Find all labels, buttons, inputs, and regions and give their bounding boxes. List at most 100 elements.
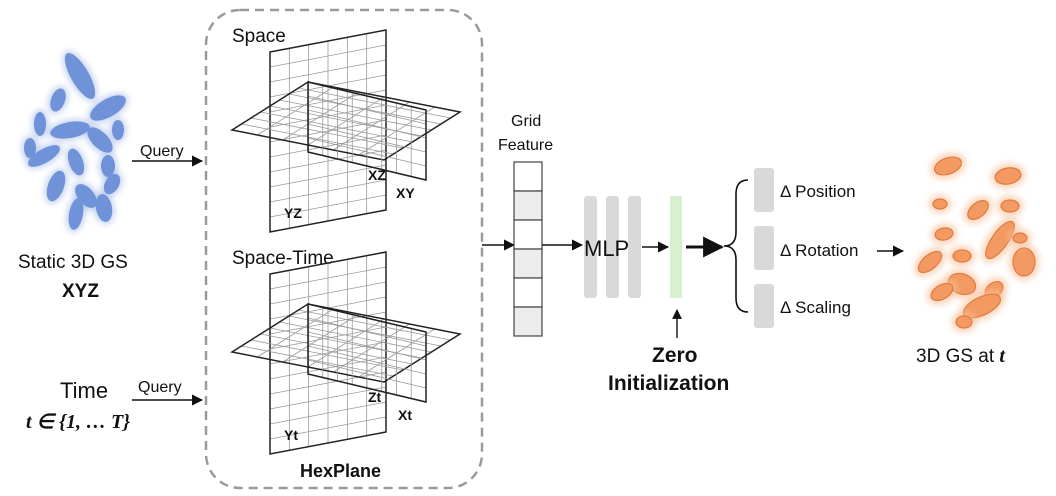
plane-label-xz: XZ [368,167,386,183]
orange-gaussian [955,315,973,329]
orange-gaussian [1000,199,1020,213]
grid-feature-cell [513,248,543,279]
plane-vertical-gridline [269,194,387,218]
blue-gaussian [103,173,121,195]
plane-label-xy: XY [396,185,415,201]
time-label: Time [60,378,108,403]
plane-vertical-gridline [269,401,387,425]
delta-position-label: Δ Position [780,182,856,201]
plane-vertical-gridline [269,281,387,305]
plane-depth-gridline [307,95,427,125]
plane-vertical-gridline [269,44,387,68]
plane-depth-gridline [307,345,427,375]
plane-depth-gridline [307,317,427,347]
plane-horizontal-outline [230,81,462,161]
orange-gaussian [930,282,954,302]
blue-gaussian [112,120,124,140]
space-time-planes [230,251,462,455]
space-time-label: Space-Time [232,248,334,269]
plane-vertical-gridline [269,164,387,188]
orange-gaussian [967,200,989,220]
blue-gaussian [87,127,113,153]
plane-horizontal-gridline [307,318,385,368]
orange-gaussian [934,227,954,241]
plane-label-zt: Zt [368,389,382,405]
grid-feature-cell [513,161,543,192]
plane-vertical-gridline [269,59,387,83]
blue-gaussian [46,170,66,202]
grid-feature-cell [513,190,543,221]
blue-gaussian [95,194,113,222]
plane-label-yz: YZ [284,205,302,221]
blue-gaussian [64,53,96,99]
blue-gaussian [24,138,36,158]
output-brace [723,179,749,313]
plane-vertical-gridline [269,386,387,410]
plane-depth-gridline [307,359,427,389]
blue-gaussian [34,112,46,136]
plane-depth-outline [307,81,427,181]
static-3dgs-label: Static 3D GS [18,252,128,273]
plane-vertical-gridline [269,179,387,203]
query-top-label: Query [140,143,184,160]
query-bottom-label: Query [138,379,182,396]
blue-gaussian [50,121,90,139]
mlp-label: MLP [584,236,629,261]
plane-horizontal-gridline [307,96,385,146]
blue-gaussian [67,148,85,176]
delta-rotation-label: Δ Rotation [780,241,858,260]
xyz-label: XYZ [62,281,99,302]
plane-vertical-gridline [269,266,387,290]
space-planes [230,29,462,233]
zero-init-layer [670,196,682,298]
blue-gaussian [90,95,126,121]
plane-horizontal-gridline [282,91,359,141]
grid-feature-cell [513,219,543,250]
orange-gaussian [985,220,1015,260]
time-math: t ∈ {1, … T} [26,411,130,433]
blue-gaussian [50,88,66,112]
plane-depth-gridline [307,109,427,139]
plane-horizontal-outline [230,303,462,383]
orange-gaussian [933,156,963,176]
delta-position-bar [754,168,774,212]
plane-depth-gridline [307,137,427,167]
mlp-layer-2 [606,196,619,298]
plane-label-yt: Yt [284,427,298,443]
delta-rotation-bar [754,226,774,270]
space-label: Space [232,26,286,47]
grid-feature-cell [513,277,543,308]
plane-horizontal-gridline [282,313,359,363]
orange-gaussian [917,250,943,274]
zero-init-line2: Initialization [608,372,729,395]
grid-feature-vector [513,161,543,337]
plane-depth-gridline [307,123,427,153]
mlp-layer-3 [628,196,641,298]
grid-label-2: Feature [498,137,553,154]
orange-gaussian [952,249,972,263]
orange-gaussian [994,167,1022,185]
plane-depth-outline [307,303,427,403]
orange-gaussian [1012,232,1028,244]
blue-gaussian [75,184,97,208]
deformed-gaussians-cloud [913,152,1040,333]
hexplane-title: HexPlane [300,461,381,481]
plane-vertical-outline [269,251,387,455]
zero-init-line1: Zero [652,344,698,367]
plane-depth-gridline [307,331,427,361]
blue-gaussian [28,145,60,167]
plane-vertical-gridline [269,416,387,440]
delta-scaling-label: Δ Scaling [780,298,851,317]
result-label: 3D GS at t [916,345,1006,367]
blue-gaussian [101,155,115,177]
hexplane-box [204,8,484,490]
plane-horizontal-gridline [257,86,334,136]
blue-gaussian [68,198,84,230]
plane-horizontal-gridline [257,308,334,358]
orange-gaussian [932,198,948,210]
orange-gaussian [1012,247,1036,277]
plane-label-xt: Xt [398,407,412,423]
grid-feature-cell [513,306,543,337]
